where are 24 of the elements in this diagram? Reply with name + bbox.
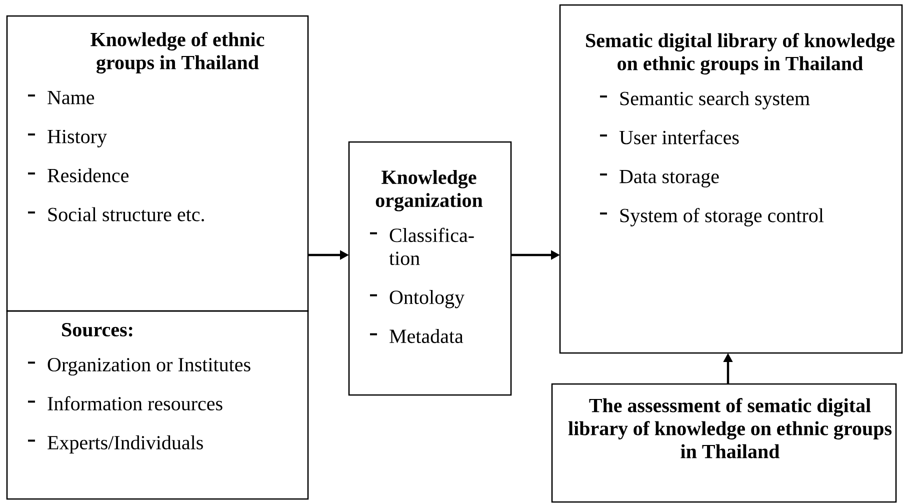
list-item: User interfaces	[600, 130, 739, 144]
box-heading: Sematic digital library of knowledge on ethnic groups in Thailand	[586, 33, 894, 74]
text-box	[6, 310, 309, 500]
list-item: History	[28, 130, 107, 148]
list-item: Residence	[28, 168, 128, 182]
list-item: Semantic search system	[600, 91, 810, 110]
box-heading: Knowledge of ethnic groups in Thailand	[90, 32, 264, 74]
list-item: Classifica- tion	[370, 228, 474, 266]
list-item: System of storage control	[600, 208, 824, 226]
list-item: Information resources	[28, 396, 222, 410]
list-item: Name	[28, 91, 94, 104]
list-item: Data storage	[600, 170, 719, 188]
text-box	[559, 4, 903, 354]
list-item: Social structure etc.	[28, 207, 204, 222]
list-item: Organization or Institutes	[28, 358, 250, 376]
text-box	[551, 383, 897, 503]
list-item: Experts/Individuals	[28, 435, 203, 454]
text-box	[348, 141, 512, 396]
text-box	[6, 15, 309, 312]
list-item: Ontology	[370, 290, 464, 308]
box-heading: The assessment of sematic digital library of knowledge on ethnic groups in Thailand	[568, 398, 892, 458]
box-heading: Sources:	[62, 323, 132, 337]
box-heading: Knowledge organization	[376, 170, 483, 212]
list-item: Metadata	[370, 329, 464, 344]
